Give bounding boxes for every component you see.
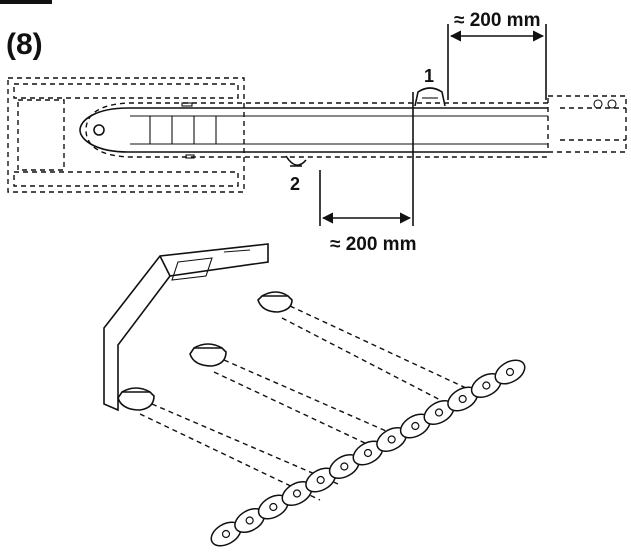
chain-pin — [363, 448, 373, 458]
clamp-lower — [117, 387, 155, 411]
chain-pin — [340, 462, 349, 471]
roller-chain — [210, 359, 526, 547]
chain-pin — [411, 421, 420, 431]
chain-pin — [387, 435, 396, 444]
chain-pin — [434, 408, 444, 417]
dimension-label-top: ≈ 200 mm — [454, 10, 540, 31]
clamp-2 — [285, 155, 307, 167]
figure-number: (8) — [6, 28, 43, 61]
chain-fixture — [103, 243, 467, 501]
header-bar — [0, 0, 52, 4]
clamp-1 — [414, 87, 446, 107]
chain-pin — [221, 529, 231, 539]
chain-pin — [269, 502, 278, 512]
chain-pin — [292, 489, 302, 498]
chain-pin — [245, 516, 254, 525]
chain-pin — [482, 381, 491, 390]
clamp-upper — [257, 291, 293, 313]
dimension-label-bottom: ≈ 200 mm — [330, 234, 416, 255]
clamp-middle — [189, 343, 227, 367]
callout-1: 1 — [424, 66, 434, 86]
chain-pin — [458, 394, 467, 404]
chain-pin — [505, 367, 515, 377]
chain-pin — [316, 475, 325, 485]
guide-bar-assembly — [7, 24, 627, 226]
callout-2: 2 — [290, 174, 300, 194]
